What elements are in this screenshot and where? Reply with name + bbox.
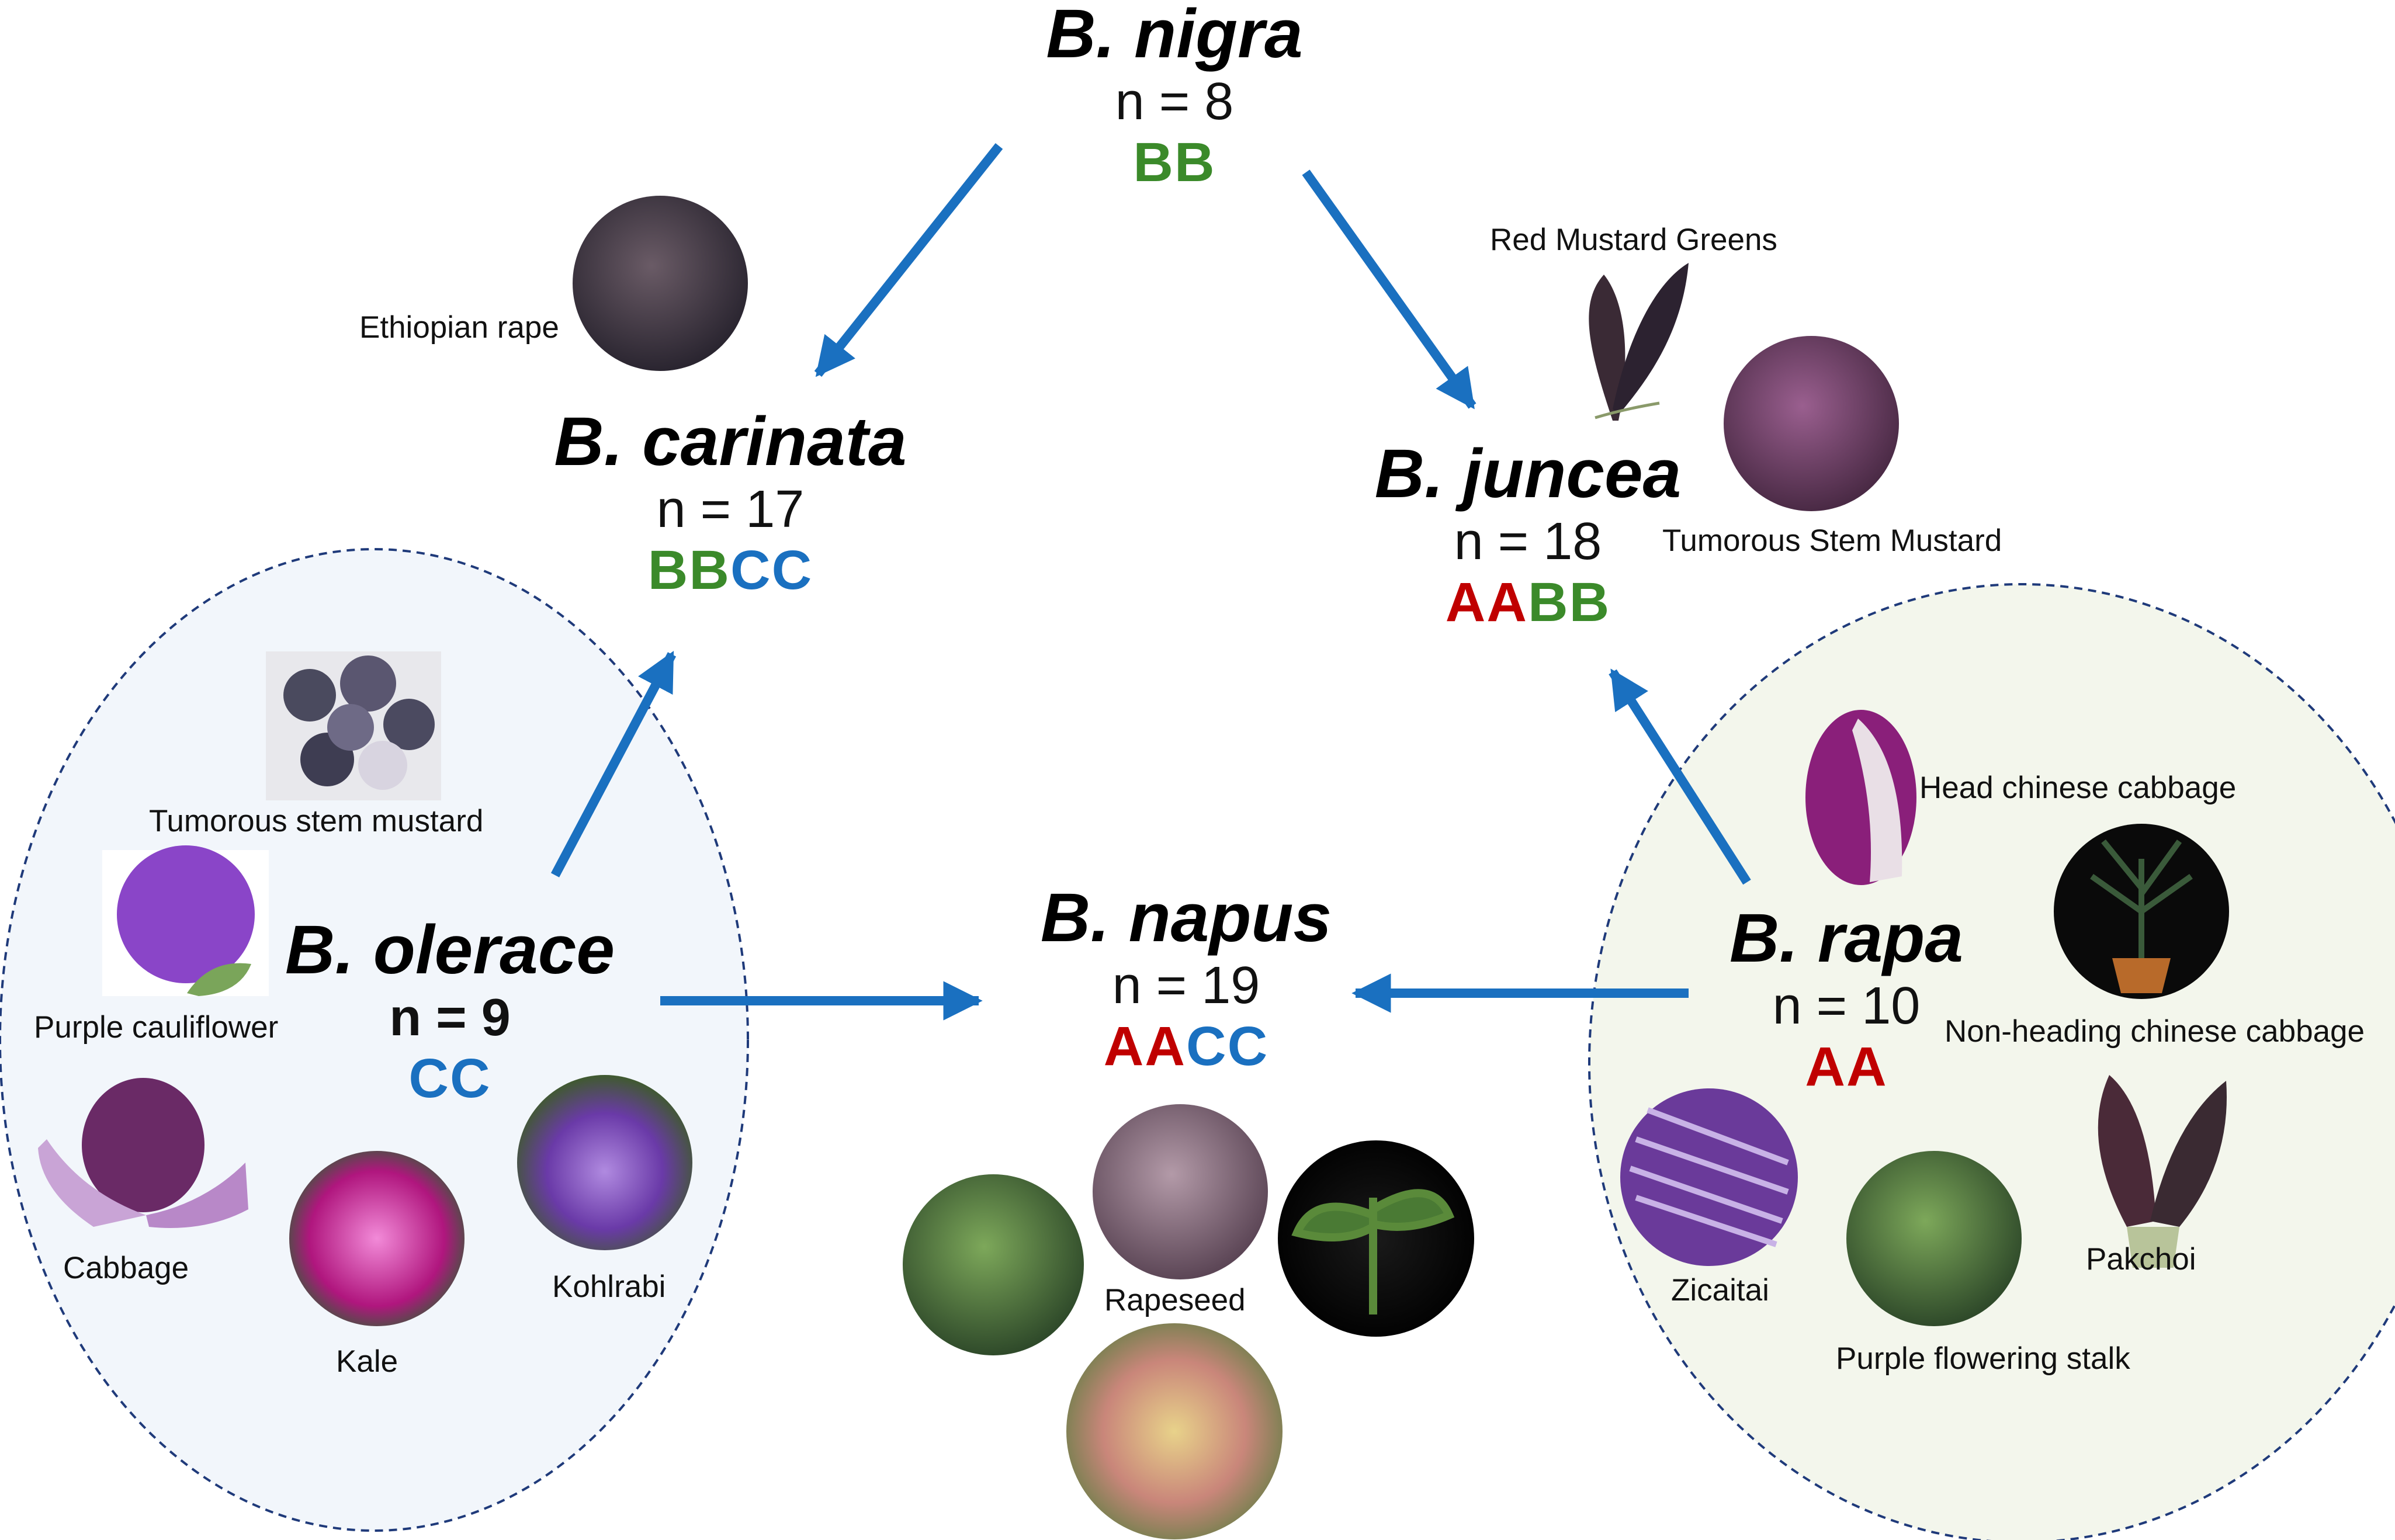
genome-part: AA — [1805, 1035, 1888, 1098]
crop-label-non-heading-chinese-cabbage: Non-heading chinese cabbage — [1945, 1014, 2365, 1049]
chromosome-number: n = 9 — [389, 988, 511, 1048]
species-name: B. olerace — [285, 911, 615, 988]
crop-label-tumorous-stem-mustard-oleracea: Tumorous stem mustard — [149, 804, 484, 838]
genome-formula: BB — [882, 131, 1467, 193]
rapeseed-photo-2 — [1093, 1104, 1268, 1279]
oleracea-group-ellipse — [0, 548, 749, 1532]
arrow-rapa-to-juncea — [1609, 668, 1751, 885]
zicaitai-photo — [1620, 1088, 1798, 1266]
rapeseed-photo — [903, 1174, 1084, 1355]
genome-part: BB — [1528, 571, 1611, 633]
crop-label-purple-flowering-stalk: Purple flowering stalk — [1836, 1341, 2130, 1376]
rapeseed-photo-4 — [1066, 1323, 1283, 1539]
potted-plant-leaves — [2090, 839, 2193, 958]
crop-label-head-chinese-cabbage: Head chinese cabbage — [1919, 771, 2237, 805]
genome-part: CC — [1186, 1015, 1269, 1077]
chromosome-number: n = 8 — [1115, 72, 1234, 131]
genome-formula: AABB — [1236, 571, 1820, 633]
species-name: B. rapa — [1729, 900, 1964, 977]
chromosome-number: n = 10 — [1772, 977, 1921, 1036]
crop-label-cabbage: Cabbage — [63, 1251, 189, 1285]
species-rapa: B. rapa n = 10 AA — [1671, 900, 2022, 1098]
crop-label-red-mustard-greens: Red Mustard Greens — [1490, 223, 1777, 257]
ethiopian-rape-photo — [573, 196, 748, 371]
genome-formula: AA — [1671, 1036, 2022, 1098]
species-oleracea: B. olerace n = 9 CC — [216, 911, 684, 1109]
crop-label-pakchoi: Pakchoi — [2086, 1242, 2196, 1277]
chromosome-number: n = 19 — [1112, 956, 1260, 1015]
species-name: B. carinata — [554, 403, 907, 480]
crop-label-rapeseed: Rapeseed — [1104, 1283, 1246, 1317]
genome-formula: CC — [216, 1048, 684, 1109]
arrow-nigra-to-juncea — [1302, 169, 1476, 410]
crop-label-kohlrabi: Kohlrabi — [552, 1270, 666, 1304]
brussels-sprouts-heads — [283, 655, 435, 790]
crop-label-kale: Kale — [336, 1344, 398, 1379]
red-cabbage-photo — [38, 1078, 248, 1228]
crop-label-purple-cauliflower: Purple cauliflower — [34, 1010, 279, 1045]
purple-cauliflower-head — [117, 845, 255, 983]
species-napus: B. napus n = 19 AACC — [894, 879, 1478, 1077]
species-name: B. nigra — [1046, 0, 1303, 72]
pakchoi-photo — [2098, 1075, 2227, 1268]
species-name: B. juncea — [1374, 435, 1682, 512]
chromosome-number: n = 18 — [1454, 512, 1602, 571]
red-mustard-greens-photo — [1589, 263, 1689, 421]
purple-cauliflower-leaf — [187, 963, 251, 996]
genome-formula: BBCC — [438, 539, 1023, 601]
crop-label-zicaitai: Zicaitai — [1671, 1273, 1769, 1307]
crop-photos — [38, 196, 2229, 1539]
hybridization-arrows — [550, 143, 1751, 1021]
genome-part: AA — [1103, 1015, 1186, 1077]
crop-label-ethiopian-rape: Ethiopian rape — [359, 310, 559, 345]
chromosome-number: n = 17 — [656, 480, 805, 539]
arrow-nigra-to-carinata — [814, 143, 1003, 377]
genome-part: CC — [408, 1047, 491, 1109]
genome-part: BB — [647, 539, 730, 601]
tumorous-stem-mustard-photo — [1724, 336, 1899, 511]
rapeseed-photo-3-leaves — [1291, 1189, 1455, 1314]
crop-label-tumorous-stem-mustard-juncea: Tumorous Stem Mustard — [1662, 523, 2002, 558]
species-carinata: B. carinata n = 17 BBCC — [438, 403, 1023, 601]
ornamental-kale-photo — [289, 1151, 465, 1326]
purple-flowering-stalk-photo — [1846, 1151, 2022, 1326]
kohlrabi-photo — [517, 1075, 692, 1250]
genome-part: BB — [1133, 131, 1216, 193]
arrow-oleracea-to-carinata — [550, 651, 677, 877]
genome-formula: AACC — [894, 1015, 1478, 1077]
genome-part: CC — [730, 539, 813, 601]
species-juncea: B. juncea n = 18 AABB — [1236, 435, 1820, 633]
species-name: B. napus — [1040, 879, 1332, 956]
zicaitai-stalks — [1629, 1107, 1789, 1247]
potted-plant-pot — [2112, 958, 2171, 993]
species-nigra: B. nigra n = 8 BB — [882, 0, 1467, 193]
genome-part: AA — [1445, 571, 1528, 633]
head-chinese-cabbage-photo — [1805, 710, 1916, 885]
rapa-group-ellipse — [1588, 583, 2395, 1540]
